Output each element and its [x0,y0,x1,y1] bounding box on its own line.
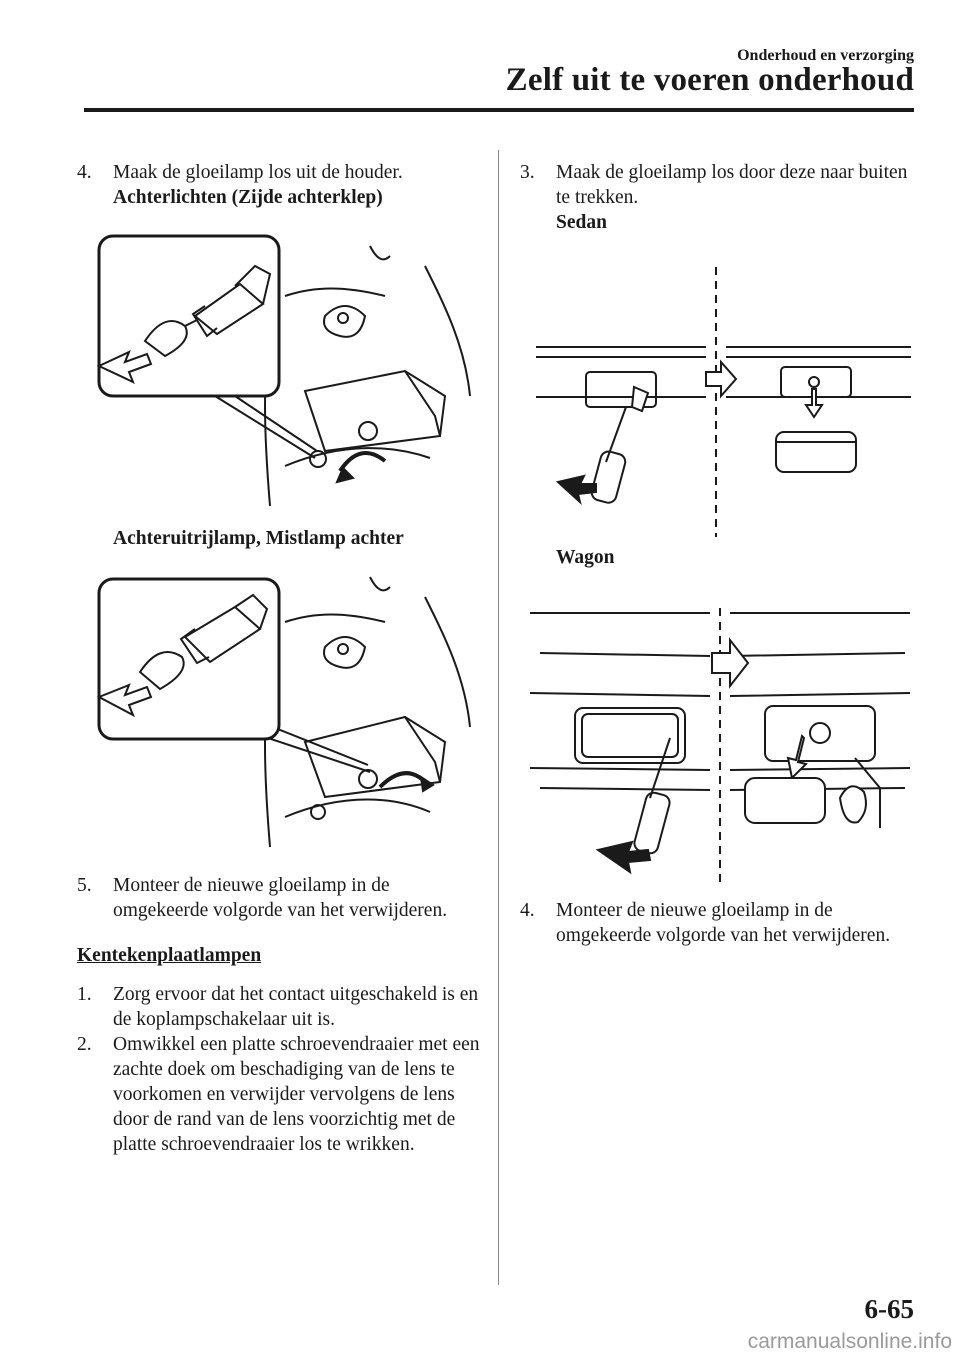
page-number: 6-65 [864,1294,915,1324]
wagon-license-lamp-illustration [529,608,911,888]
step-4-remove-bulb: 4. Maak de gloeilamp los uit de houder. [77,160,487,185]
step-text: Monteer de nieuwe gloeilamp in de omgeke… [113,875,448,921]
step-5-install-bulb: 5. Monteer de nieuwe gloeilamp in de omg… [77,873,487,923]
step-number: 4. [77,162,92,183]
step-2-remove-lens: 2. Omwikkel een platte schroevendraaier … [77,1032,487,1157]
step-number: 5. [77,875,92,896]
caption-sedan: Sedan [556,212,607,233]
section-heading-license-plate-lamps: Kentekenplaatlampen [77,945,262,966]
step-3-pull-bulb: 3. Maak de gloeilamp los door deze naar … [520,160,920,210]
sedan-license-lamp-illustration [536,267,911,537]
step-4-install-bulb: 4. Monteer de nieuwe gloeilamp in de omg… [520,898,920,948]
step-text: Maak de gloeilamp los door deze naar bui… [556,162,908,208]
step-1-ignition-off: 1. Zorg ervoor dat het contact uitgescha… [77,982,487,1032]
step-text: Zorg ervoor dat het contact uitgeschakel… [113,984,479,1030]
step-number: 3. [520,162,535,183]
column-divider [498,150,499,1285]
reverse-fog-bulb-illustration [96,576,471,848]
page-title: Zelf uit te voeren onderhoud [505,62,914,98]
step-number: 1. [77,984,92,1005]
step-text: Maak de gloeilamp los uit de houder. [113,162,403,183]
header-rule [84,108,914,112]
step-text: Omwikkel een platte schroevendraaier met… [113,1034,480,1155]
section-label: Onderhoud en verzorging [737,47,914,64]
rear-light-bulb-illustration [96,234,471,507]
caption-wagon: Wagon [556,547,615,568]
caption-rear-lights: Achterlichten (Zijde achterklep) [113,187,383,208]
step-text: Monteer de nieuwe gloeilamp in de omgeke… [556,900,891,946]
watermark: carmanualsonline.info [747,1330,952,1353]
step-number: 2. [77,1034,92,1055]
caption-reverse-fog: Achteruitrijlamp, Mistlamp achter [113,528,404,549]
left-column: 4. Maak de gloeilamp los uit de houder. … [77,160,487,1157]
right-column: 3. Maak de gloeilamp los door deze naar … [520,160,920,948]
step-number: 4. [520,900,535,921]
